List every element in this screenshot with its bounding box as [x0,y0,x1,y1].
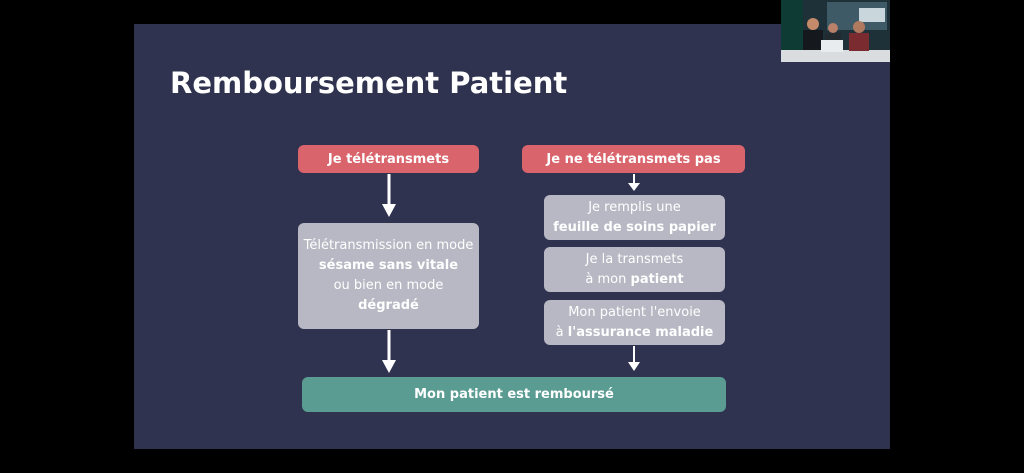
right-box2-line2: à mon patient [585,270,683,290]
right-down-arrow-2 [628,346,640,371]
right-box3-line2-bold: l'assurance maladie [567,324,714,340]
result-box: Mon patient est remboursé [302,377,726,412]
right-box2-line1: Je la transmets [585,251,684,267]
webcam-video-thumbnail[interactable] [781,0,890,62]
right-step-box-1: Je remplis une feuille de soins papier [544,195,725,240]
right-step-box-3: Mon patient l'envoie à l'assurance malad… [544,300,725,345]
right-box2-line2-bold: patient [630,271,684,287]
left-header-pill: Je télétransmets [298,145,479,173]
right-header-pill: Je ne télétransmets pas [522,145,745,173]
left-box-line4: dégradé [358,298,419,313]
left-box-line1: Télétransmission en mode [303,238,474,253]
right-down-arrow-1 [628,174,640,191]
left-box-line2: sésame sans vitale [318,258,459,273]
right-box3-line2: à l'assurance maladie [556,323,714,343]
left-down-arrow-2 [382,330,396,373]
left-box-line3: ou bien en mode [333,278,444,293]
left-down-arrow-1 [382,174,396,217]
right-box3-line1: Mon patient l'envoie [568,304,701,320]
right-step-box-2: Je la transmets à mon patient [544,247,725,292]
left-process-box: Télétransmission en mode sésame sans vit… [298,223,479,329]
right-box1-line1: Je remplis une [588,199,681,215]
presentation-slide: Remboursement Patient Je télétransmets T… [134,24,890,449]
webcam-people-illustration [781,0,890,62]
right-box3-line2-prefix: à [555,324,568,340]
right-box2-line2-prefix: à mon [585,271,631,287]
right-box1-line2: feuille de soins papier [553,219,716,235]
slide-title: Remboursement Patient [170,66,568,100]
